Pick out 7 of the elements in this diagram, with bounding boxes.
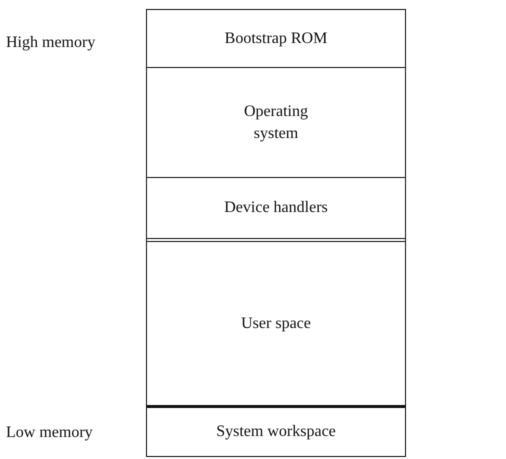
region-label: Device handlers bbox=[224, 198, 328, 218]
region-label: Bootstrap ROM bbox=[224, 28, 328, 49]
address-label: High memory bbox=[6, 34, 96, 52]
region-label: Operating system bbox=[243, 102, 309, 144]
region-label: System workspace bbox=[216, 422, 336, 442]
address-label: Low memory bbox=[6, 424, 93, 442]
region-label: User space bbox=[241, 314, 311, 334]
